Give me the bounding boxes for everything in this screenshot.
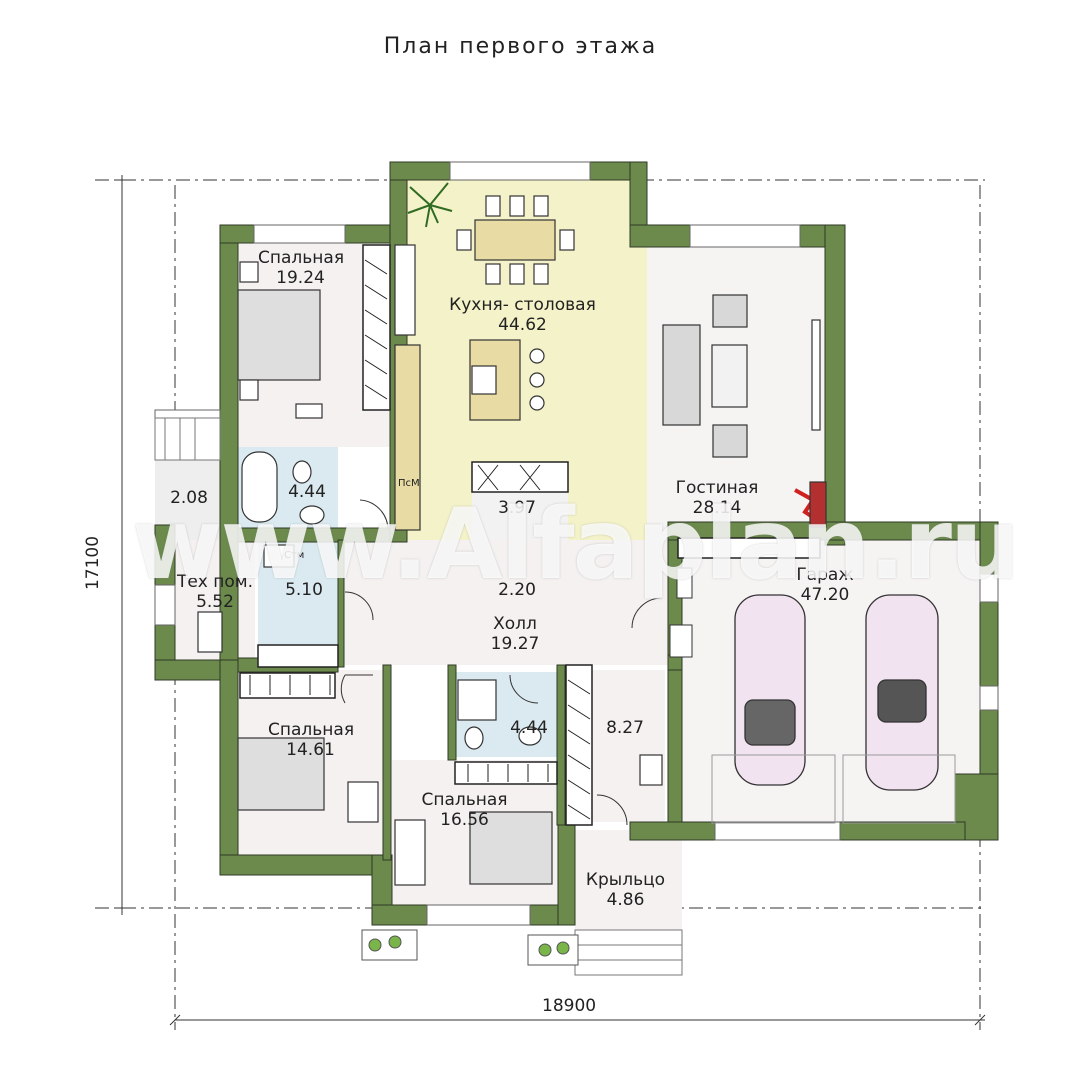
- dishwasher-label: ПсМ: [398, 478, 420, 489]
- room-area: 14.61: [286, 740, 335, 760]
- sanitary: [241, 451, 663, 786]
- room-area: 19.24: [276, 268, 325, 288]
- room-area: 28.14: [692, 498, 742, 518]
- room-name: Гараж: [796, 565, 854, 585]
- room-area: 2.20: [498, 580, 536, 600]
- plan-title: План первого этажа: [383, 34, 658, 59]
- room-tech: Тех пом. 5.52: [176, 572, 254, 612]
- cars: [711, 594, 956, 824]
- room-name: Гостиная: [675, 478, 759, 498]
- room-name: Холл: [493, 614, 537, 634]
- room-kitchen: Кухня- столовая 44.62: [430, 295, 615, 335]
- room-terrace: 2.08: [165, 488, 213, 508]
- dimension-width: 18900: [542, 996, 597, 1016]
- room-area: 19.27: [490, 634, 540, 654]
- room-area: 44.62: [498, 315, 547, 335]
- room-hall: Холл 19.27: [480, 614, 550, 654]
- room-area: 8.27: [606, 718, 644, 738]
- room-area: 47.20: [800, 585, 850, 605]
- steps: [154, 417, 683, 976]
- room-area: 4.44: [510, 718, 548, 738]
- dimension-height: 17100: [83, 535, 104, 591]
- room-area: 4.44: [288, 482, 326, 502]
- room-living: Гостиная 28.14: [662, 478, 772, 518]
- room-bedroom3: Спальная 16.56: [412, 790, 517, 830]
- room-area: 5.52: [196, 592, 234, 612]
- room-pantry: 3.97: [492, 498, 542, 518]
- room-name: Спальная: [268, 720, 355, 740]
- wardrobes: [239, 244, 821, 826]
- room-name: Спальная: [421, 790, 508, 810]
- room-garage: Гараж 47.20: [795, 565, 855, 605]
- room-bedroom1: Спальная 19.24: [258, 248, 345, 288]
- planters: [361, 929, 579, 966]
- room-porch: Крыльцо 4.86: [578, 870, 673, 910]
- wardrobe-hangers: [249, 259, 591, 820]
- room-area: 2.08: [170, 488, 208, 508]
- bedroom-furniture: [197, 261, 553, 886]
- room-name: Крыльцо: [585, 870, 666, 890]
- room-area: 3.97: [498, 498, 536, 518]
- room-bedroom2: Спальная 14.61: [268, 720, 355, 760]
- room-name: Кухня- столовая: [449, 295, 596, 315]
- room-area: 5.10: [285, 580, 323, 600]
- washer-label: Стм: [284, 550, 305, 561]
- room-bath1: 4.44: [283, 482, 331, 502]
- living-furniture: [662, 294, 827, 528]
- room-name: Тех пом.: [176, 572, 254, 592]
- hall-floor: [338, 540, 668, 665]
- kitchen-furniture: [394, 195, 575, 531]
- floor-plan: [95, 161, 999, 1030]
- watermark: www.Alfaplan.ru: [132, 488, 1020, 602]
- room-name: Спальная: [258, 248, 345, 268]
- room-wc: 5.10: [280, 580, 328, 600]
- room-area: 16.56: [440, 810, 489, 830]
- doors: [340, 499, 693, 826]
- room-closet: 2.20: [492, 580, 542, 600]
- room-area: 4.86: [606, 890, 645, 910]
- room-bath2: 4.44: [505, 718, 553, 738]
- room-hallway: 8.27: [600, 718, 650, 738]
- plants: [407, 182, 453, 228]
